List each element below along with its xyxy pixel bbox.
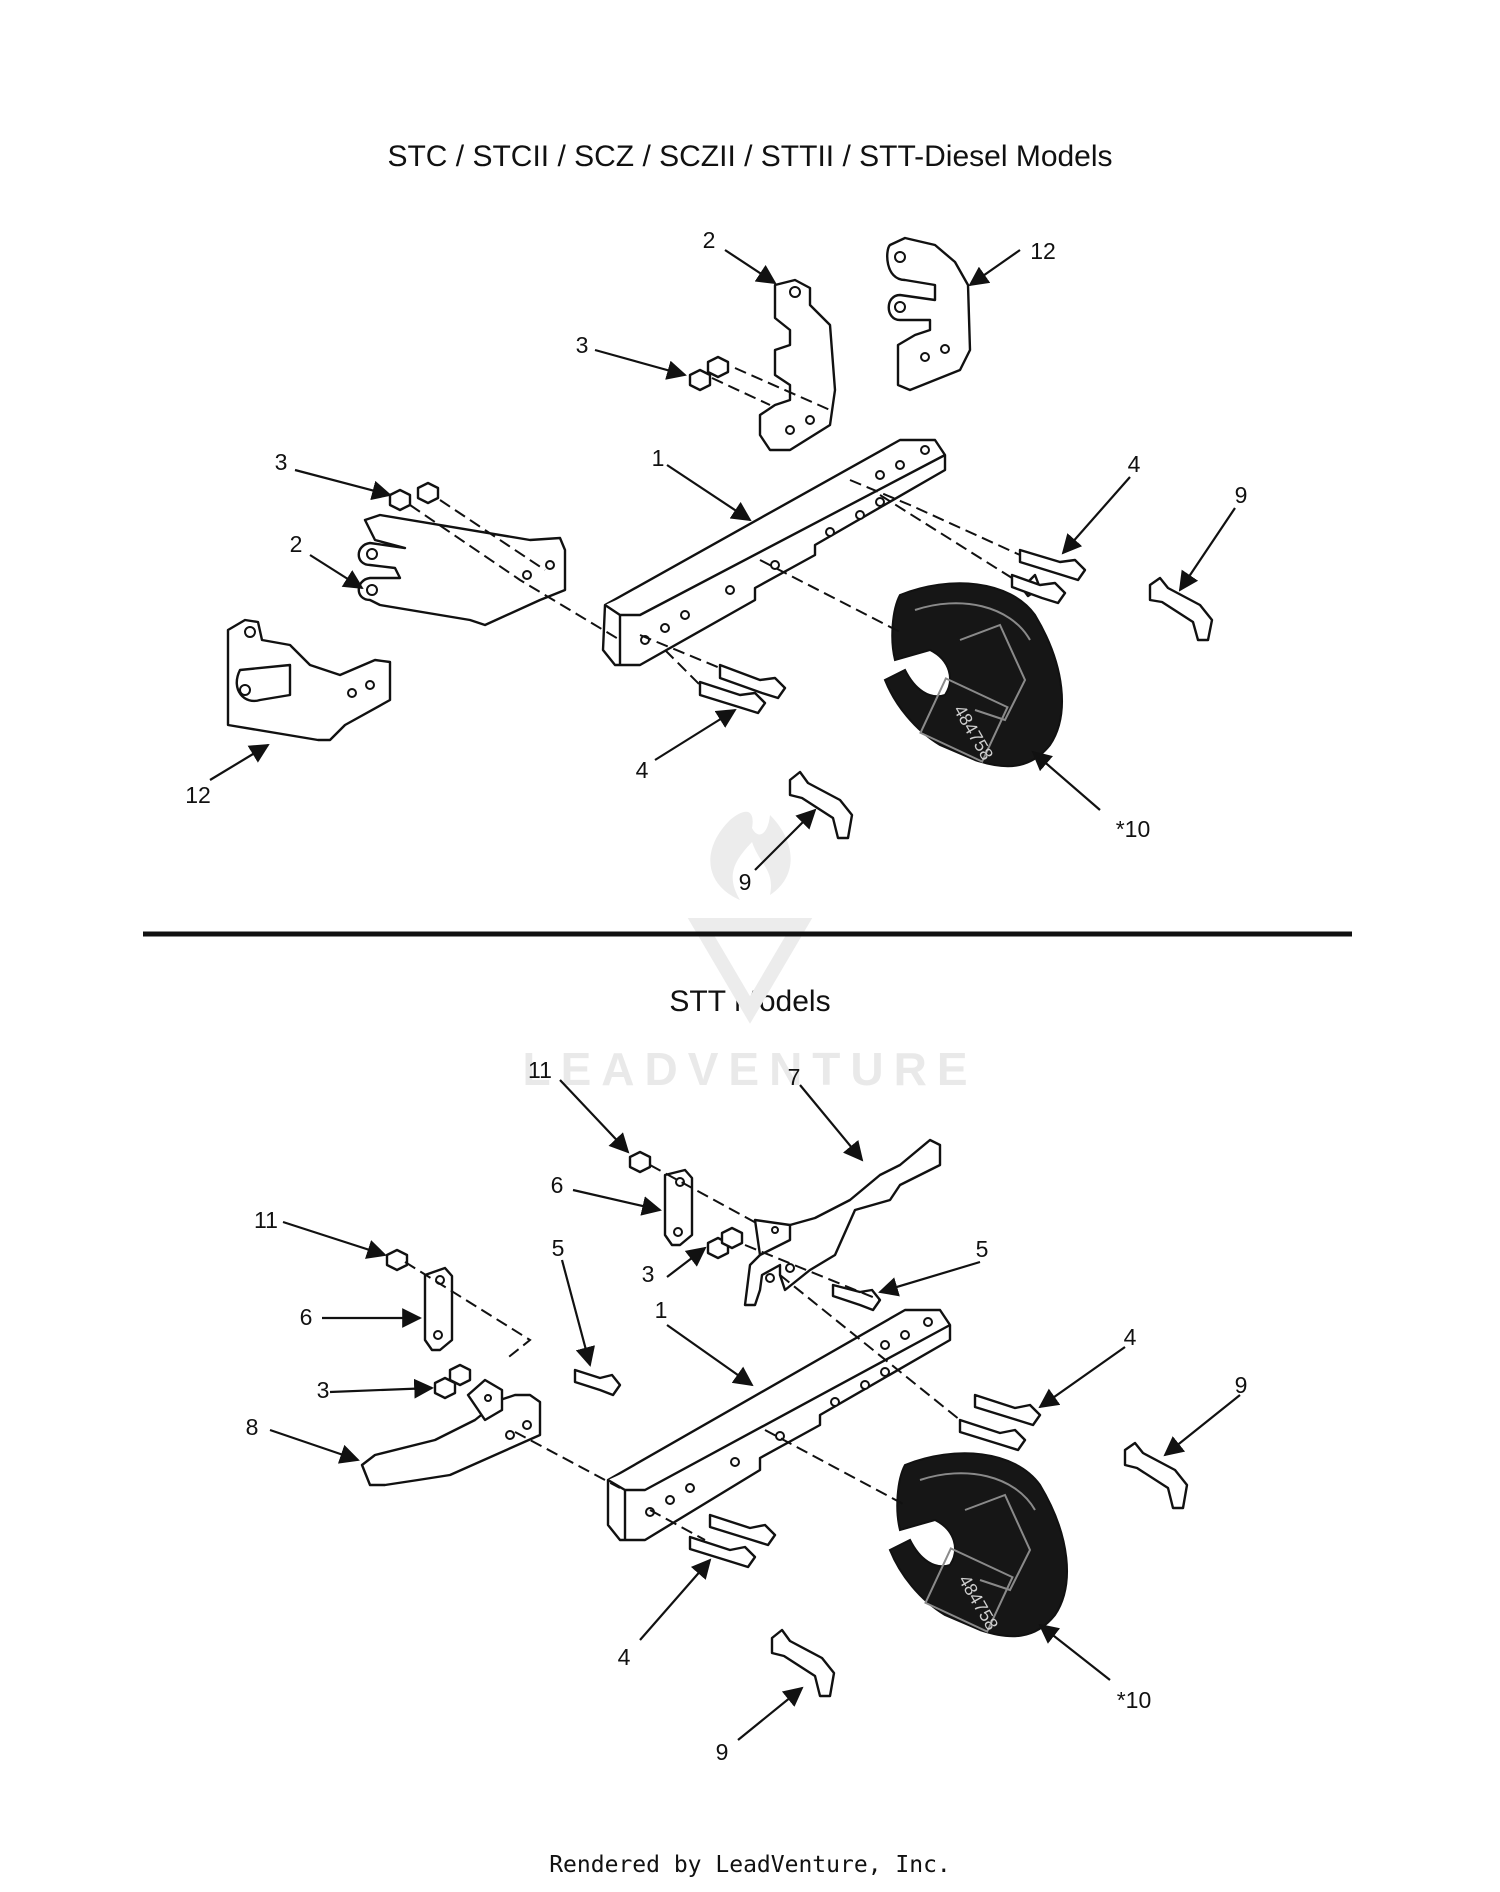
part-9-pin-bottom-bottom xyxy=(770,1628,836,1698)
callout-5: 5 xyxy=(552,1235,565,1261)
part-7-plate xyxy=(743,1138,942,1307)
part-3-nuts-upper-bottom xyxy=(706,1226,744,1260)
footer-credit: Rendered by LeadVenture, Inc. xyxy=(549,1852,951,1878)
callout-12: 12 xyxy=(185,782,211,808)
callout-4: 4 xyxy=(1128,451,1141,477)
part-3-nuts-lower-bottom xyxy=(433,1363,472,1400)
watermark-v-icon xyxy=(687,918,813,1024)
callout-1: 1 xyxy=(655,1297,668,1323)
callout-3: 3 xyxy=(642,1261,655,1287)
part-12-bracket-left xyxy=(226,618,392,742)
part-6-plate-upper xyxy=(663,1168,694,1247)
part-4-bolts-right xyxy=(1010,548,1087,605)
callout-4: 4 xyxy=(618,1644,631,1670)
part-9-pin-right xyxy=(1148,576,1214,642)
callout-3: 3 xyxy=(317,1377,330,1403)
callout-5: 5 xyxy=(976,1236,989,1262)
callout-4: 4 xyxy=(636,757,649,783)
callout-4: 4 xyxy=(1124,1324,1137,1350)
part-4-bolts-right-bottom xyxy=(958,1393,1042,1452)
part-3-nuts-left xyxy=(388,481,440,512)
part-9-pin-right-bottom xyxy=(1123,1441,1189,1510)
watermark-text: LEADVENTURE xyxy=(522,1043,977,1095)
callout-9: 9 xyxy=(1235,1372,1248,1398)
callout-10: *10 xyxy=(1116,816,1151,842)
top-assembly: 484758 xyxy=(185,227,1247,895)
part-12-bracket-upper xyxy=(886,236,972,392)
callout-11: 11 xyxy=(254,1207,278,1233)
part-1-bar xyxy=(601,438,947,667)
part-9-pin-bottom xyxy=(788,770,854,840)
watermark-flame-icon xyxy=(710,811,791,900)
callout-10: *10 xyxy=(1117,1687,1152,1713)
part-11-nut-upper xyxy=(628,1150,652,1174)
part-1-bar-bottom xyxy=(606,1308,952,1542)
callout-6: 6 xyxy=(551,1172,564,1198)
part-10-weight-bottom: 484758 xyxy=(888,1452,1068,1638)
bottom-assembly: 484758 xyxy=(246,1057,1248,1765)
part-4-bolts-left-bottom xyxy=(688,1513,777,1569)
callout-3: 3 xyxy=(275,449,288,475)
callout-12: 12 xyxy=(1030,238,1056,264)
callout-9: 9 xyxy=(1235,482,1248,508)
callout-2: 2 xyxy=(703,227,716,253)
part-2-bracket-left xyxy=(357,513,567,627)
callout-8: 8 xyxy=(246,1414,259,1440)
callout-9: 9 xyxy=(739,869,752,895)
callout-11: 11 xyxy=(528,1057,552,1083)
part-4-bolts-left xyxy=(698,663,787,715)
callout-1: 1 xyxy=(652,445,665,471)
part-2-bracket-upper xyxy=(758,278,837,452)
part-8-plate xyxy=(360,1378,542,1487)
callout-3: 3 xyxy=(576,332,589,358)
callout-7: 7 xyxy=(788,1064,801,1090)
part-5-bolt-lower xyxy=(573,1368,622,1397)
callout-6: 6 xyxy=(300,1304,313,1330)
watermark: LEADVENTURE xyxy=(522,811,977,1095)
part-10-weight: 484758 xyxy=(883,582,1063,768)
part-6-plate-lower xyxy=(423,1266,454,1352)
section-title-top: STC / STCII / SCZ / SCZII / STTII / STT-… xyxy=(387,140,1113,173)
callout-2: 2 xyxy=(290,531,303,557)
callout-9: 9 xyxy=(716,1739,729,1765)
part-5-bolt-upper xyxy=(831,1283,882,1312)
part-3-nuts-upper xyxy=(688,355,730,392)
part-11-nut-lower xyxy=(385,1248,409,1272)
